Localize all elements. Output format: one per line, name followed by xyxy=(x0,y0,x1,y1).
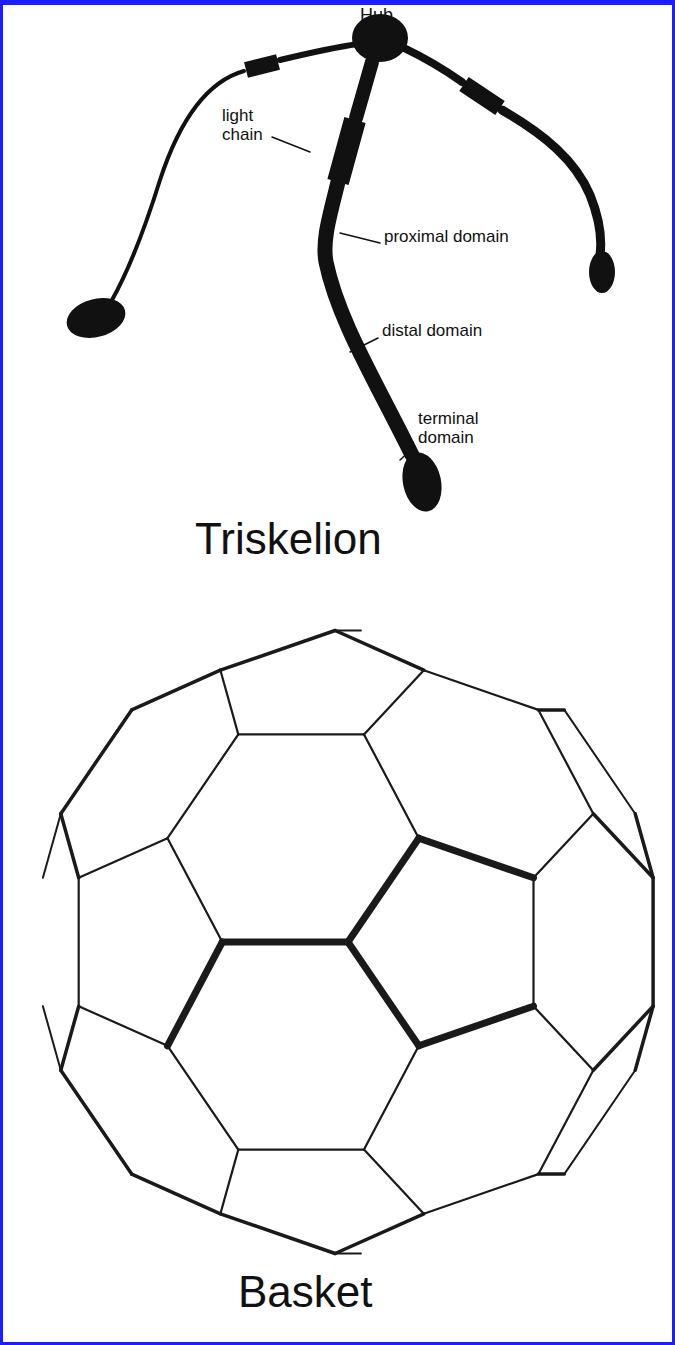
triskelion-edge xyxy=(222,939,348,946)
cage-edge xyxy=(364,1046,419,1150)
cage-edge xyxy=(534,814,594,878)
cage-edge xyxy=(364,734,419,838)
cage-edge xyxy=(238,1148,364,1150)
cage-edge xyxy=(132,1174,221,1214)
cage-edge xyxy=(43,814,61,878)
cage-edge xyxy=(424,1174,539,1214)
cage-edge xyxy=(538,1172,564,1176)
cage-edge xyxy=(238,733,364,735)
cage-edge xyxy=(635,1006,653,1070)
part-label: distal domain xyxy=(382,322,482,341)
cage-edge xyxy=(168,734,239,838)
cage-edge xyxy=(538,710,593,814)
cage-edge xyxy=(78,878,80,1006)
triskelion-edge xyxy=(348,838,419,942)
cage-edge xyxy=(61,814,79,878)
cage-edge xyxy=(335,631,424,671)
cage-edge xyxy=(538,1070,593,1174)
cage-edge xyxy=(61,1070,132,1174)
cage-edge xyxy=(564,1070,635,1174)
hub-label: Hub xyxy=(360,6,393,26)
cage-edge xyxy=(564,710,635,814)
cage-edge xyxy=(220,1214,335,1254)
cage-edge xyxy=(220,631,335,671)
triskelion-edge xyxy=(419,838,534,878)
cage-edge xyxy=(635,814,653,878)
triskelion-edge xyxy=(348,942,419,1046)
cage-edge xyxy=(335,1214,424,1254)
cage-edge xyxy=(220,670,238,734)
cage-edge xyxy=(61,1006,79,1070)
cage-edge xyxy=(79,838,168,878)
cage-edge xyxy=(532,878,534,1006)
figure-caption: Basket xyxy=(238,1268,373,1316)
cage-edge xyxy=(220,1150,238,1214)
cage-edge xyxy=(168,1046,239,1150)
part-label: light chain xyxy=(222,107,282,144)
part-label: proximal domain xyxy=(384,228,509,247)
cage-edge xyxy=(79,1006,168,1046)
cage-edge xyxy=(651,878,655,1006)
cage-edge xyxy=(593,1006,653,1070)
figure-caption: Triskelion xyxy=(195,515,382,563)
cage-edge xyxy=(538,708,564,712)
cage-edge xyxy=(168,838,223,942)
cage-edge xyxy=(534,1006,594,1070)
cage-edge xyxy=(424,670,539,710)
cage-edge xyxy=(43,1006,61,1070)
cage-edge xyxy=(593,814,653,878)
cage-edge xyxy=(61,710,132,814)
cage-edge xyxy=(364,1150,424,1214)
basket-cage xyxy=(43,631,653,1254)
triskelion-edge xyxy=(168,942,223,1046)
cage-edge xyxy=(364,670,424,734)
triskelion-edge xyxy=(419,1006,534,1046)
cage-edge xyxy=(132,670,221,710)
part-label: terminal domain xyxy=(418,410,508,447)
